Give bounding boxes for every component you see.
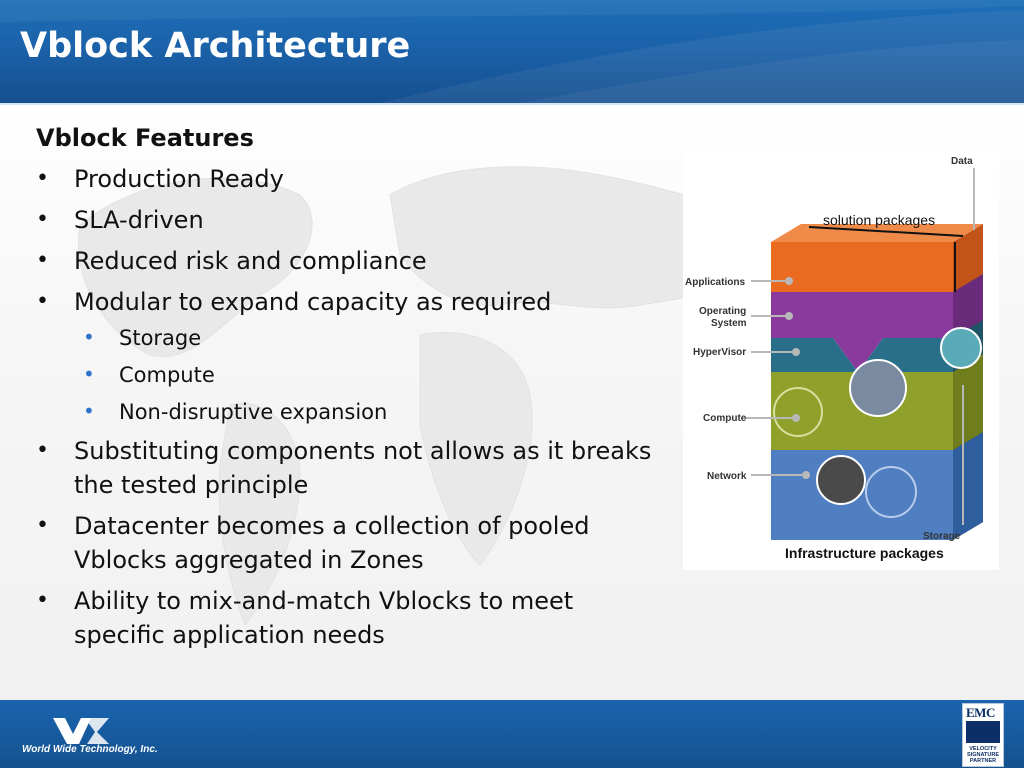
sub-list-item: •Non-disruptive expansion (36, 397, 696, 427)
bullet-icon: • (36, 166, 49, 191)
bullet-icon: • (36, 513, 49, 538)
compute-label: Compute (703, 413, 747, 424)
wwt-logo-icon (53, 718, 109, 744)
applications-layer (771, 242, 953, 292)
applications-label: Applications (685, 277, 745, 288)
list-item: •SLA-driven (36, 203, 696, 237)
data-label: Data (951, 156, 973, 167)
hypervisor-label: HyperVisor (693, 347, 746, 358)
os-layer (771, 292, 953, 372)
list-item: •Reduced risk and compliance (36, 244, 696, 278)
velocity-icon (966, 721, 1000, 743)
sub-list-item: •Compute (36, 360, 696, 390)
bullet-icon: • (36, 438, 49, 463)
os-layer-side (953, 274, 983, 338)
features-heading: Vblock Features (36, 124, 254, 152)
compute-outline-circle (773, 387, 823, 437)
applications-layer-side (953, 224, 983, 292)
solution-divider-line (808, 226, 964, 237)
network-storage-layer (771, 450, 953, 540)
feature-list-continued: •Substituting components not allows as i… (36, 434, 696, 652)
network-label: Network (707, 471, 747, 482)
list-item: •Substituting components not allows as i… (36, 434, 674, 502)
solution-packages-label: solution packages (823, 212, 935, 228)
leader-lines (745, 277, 964, 525)
hypervisor-photo-circle (940, 327, 982, 369)
footer-bar: World Wide Technology, Inc. (0, 700, 1024, 768)
sub-list-item: •Storage (36, 323, 696, 353)
storage-label: Storage (923, 531, 961, 542)
bullet-icon: • (36, 588, 49, 613)
slide-title: Vblock Architecture (20, 26, 411, 66)
company-name: World Wide Technology, Inc. (22, 744, 158, 755)
compute-layer-side (953, 354, 983, 450)
infrastructure-packages-label: Infrastructure packages (785, 545, 944, 561)
title-bar: Vblock Architecture (0, 0, 1024, 103)
bullet-icon: • (83, 362, 95, 386)
bullet-icon: • (36, 248, 49, 273)
list-item: •Ability to mix-and-match Vblocks to mee… (36, 584, 634, 652)
compute-photo-circle (849, 359, 907, 417)
stack-diagram-svg: Data solution packages Applications Oper… (685, 156, 983, 561)
list-item: •Modular to expand capacity as required (36, 285, 696, 319)
storage-outline-circle (865, 466, 917, 518)
emc-brand: EMC (966, 705, 995, 720)
network-layer-side (953, 432, 983, 540)
feature-list: •Production Ready •SLA-driven •Reduced r… (36, 162, 696, 319)
list-item: •Production Ready (36, 162, 696, 196)
badge-line-3: PARTNER (969, 758, 997, 764)
network-photo-circle (816, 455, 866, 505)
emc-partner-badge: EMC VELOCITY SIGNATURE PARTNER (962, 703, 1004, 767)
operating-label: Operating (699, 306, 746, 317)
bullet-icon: • (83, 325, 95, 349)
slide-body: Vblock Features •Production Ready •SLA-d… (36, 124, 696, 659)
bullet-icon: • (83, 399, 95, 423)
vblock-stack-diagram: Data solution packages Applications Oper… (683, 150, 999, 570)
badge-line-1: VELOCITY (969, 746, 997, 752)
capacity-sub-list: •Storage •Compute •Non-disruptive expans… (36, 323, 696, 427)
hypervisor-layer (771, 338, 953, 372)
header-swoosh-decoration (0, 0, 1024, 103)
list-item: •Datacenter becomes a collection of pool… (36, 509, 634, 577)
bullet-icon: • (36, 207, 49, 232)
badge-line-2: SIGNATURE (967, 752, 999, 758)
system-label: System (711, 318, 747, 329)
bullet-icon: • (36, 289, 49, 314)
header-divider (0, 103, 1024, 105)
